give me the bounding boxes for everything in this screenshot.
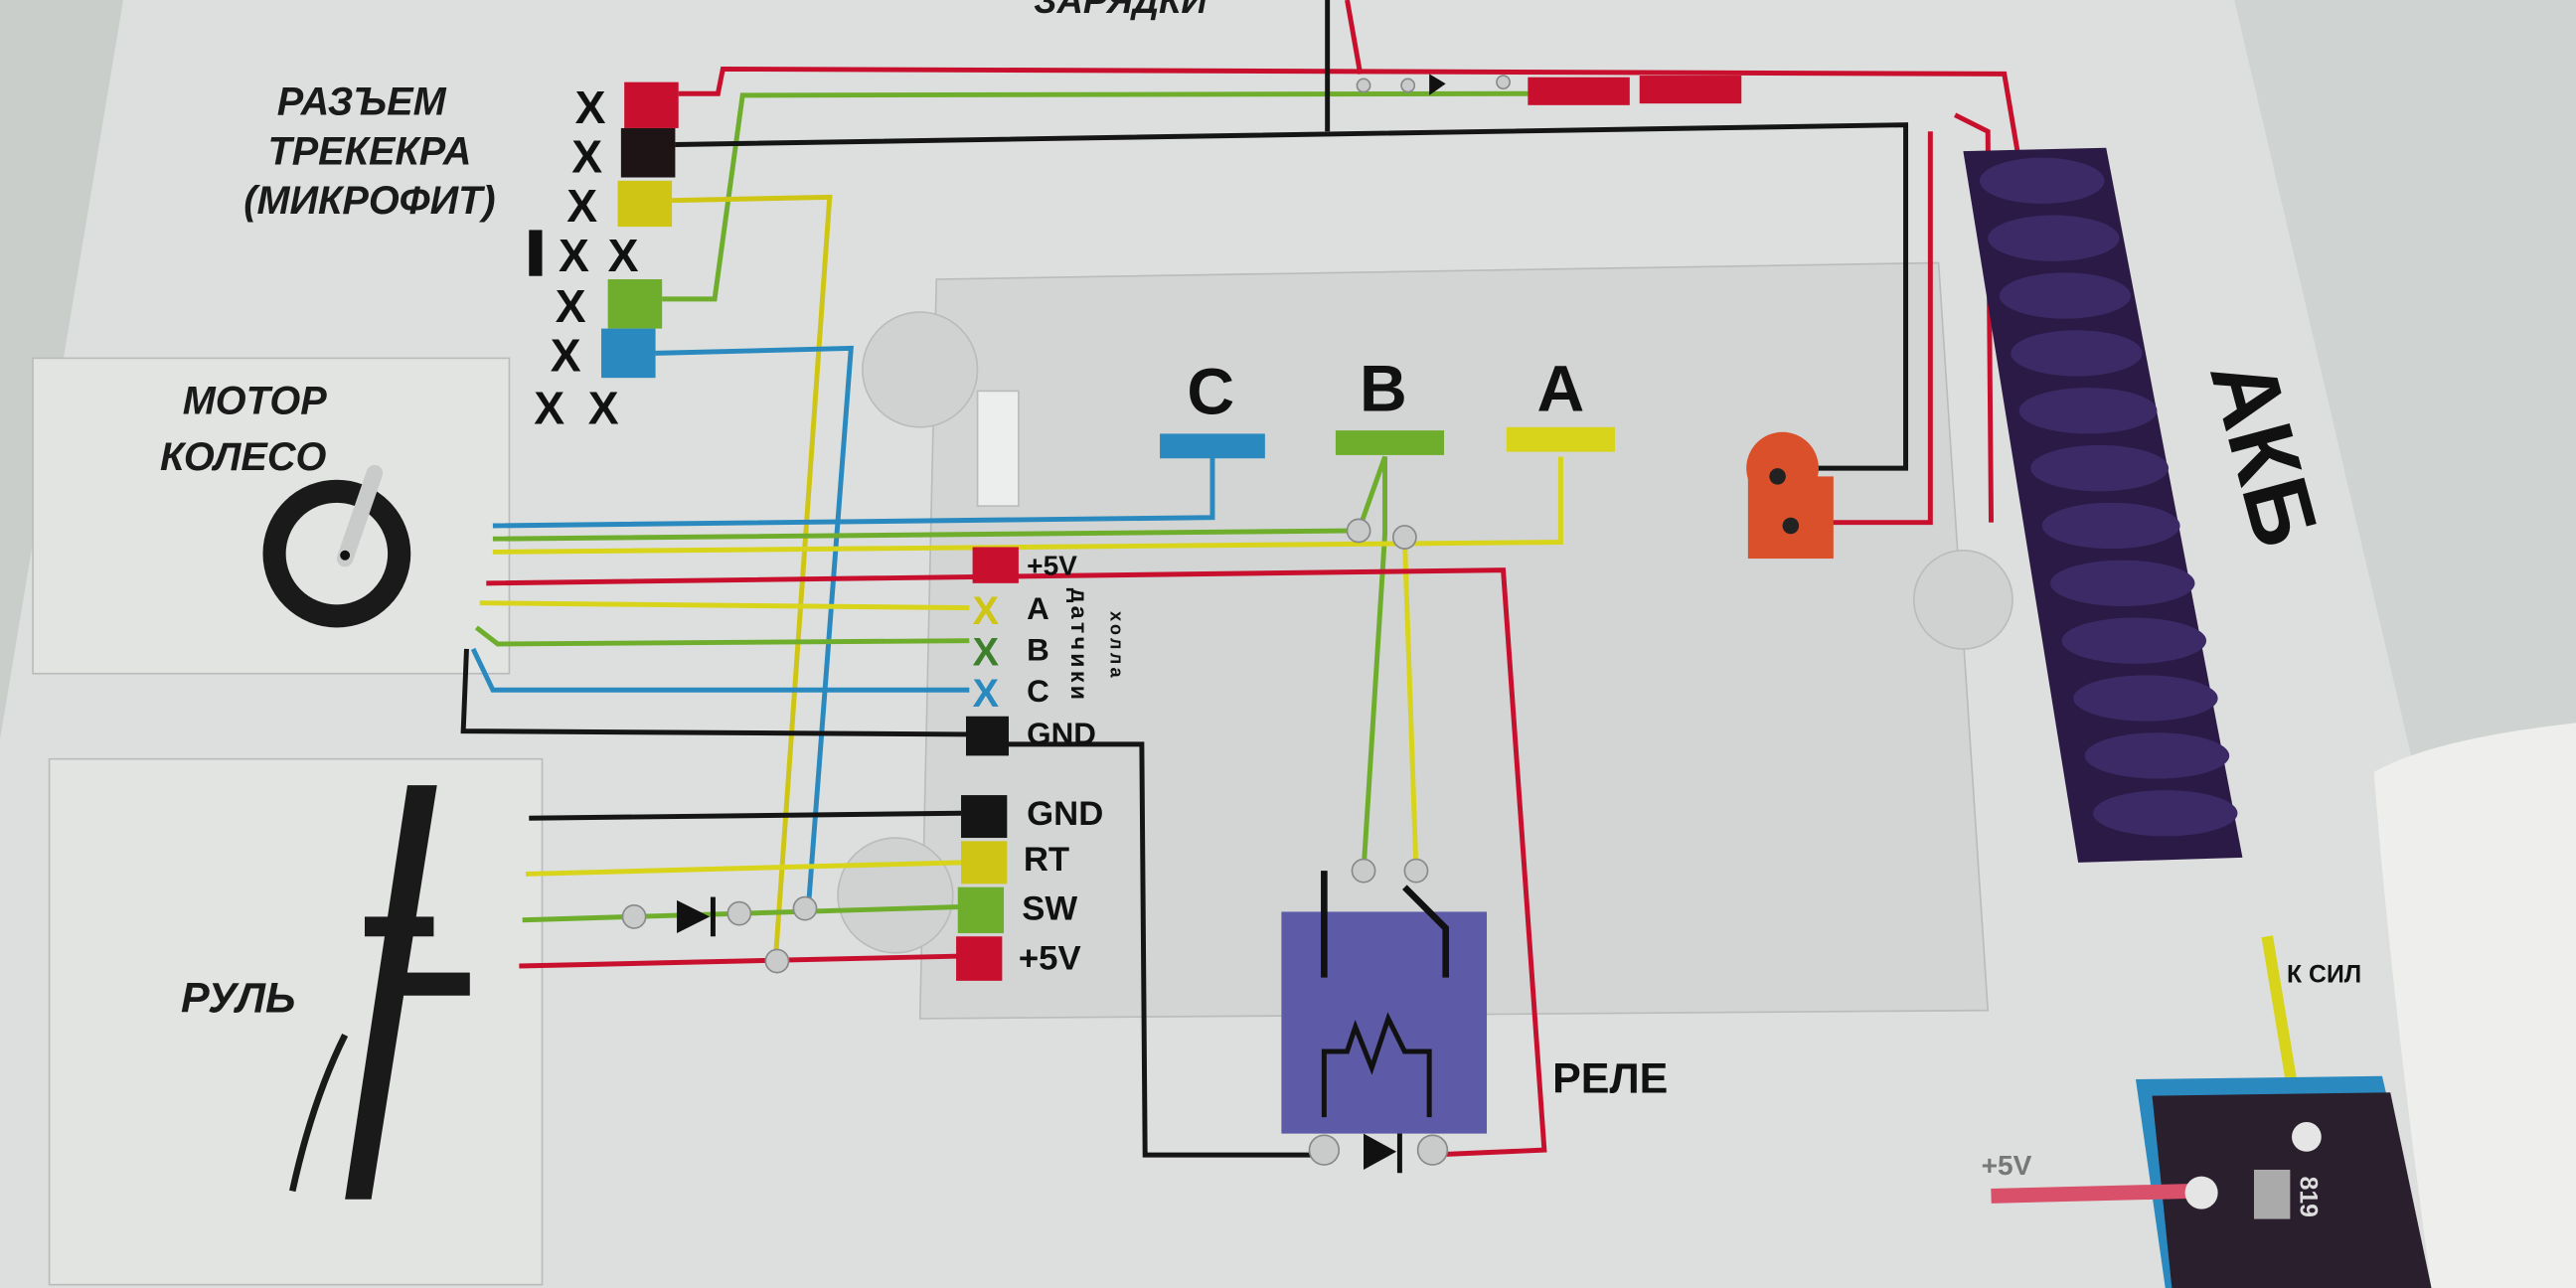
x-mark: X bbox=[973, 672, 1000, 716]
motor-panel bbox=[32, 357, 511, 675]
hall-side-label-2: холла bbox=[1106, 611, 1126, 681]
wires bbox=[460, 0, 2020, 1158]
tracker-label-3: (МИКРОФИТ) bbox=[243, 179, 495, 223]
diode-icon bbox=[677, 74, 1446, 1174]
hall-pin-5v: +5V bbox=[1027, 551, 1077, 581]
hall-pin-a: A bbox=[1027, 591, 1049, 626]
x-mark: X bbox=[556, 280, 586, 332]
handlebar-pin-5v: +5V bbox=[1019, 939, 1081, 977]
terminal bbox=[2184, 1176, 2218, 1209]
component bbox=[2254, 1169, 2291, 1219]
charging-label: ЗАРЯДКИ bbox=[1034, 0, 1208, 21]
motor-label-1: МОТОР bbox=[183, 380, 327, 423]
tracker-label-2: ТРЕКЕКРА bbox=[267, 129, 471, 173]
mount-hole bbox=[1912, 549, 2013, 650]
phase-b-label: B bbox=[1360, 352, 1407, 425]
x-mark: X bbox=[973, 630, 1000, 674]
phase-c-terminal bbox=[1160, 433, 1265, 459]
x-mark: X bbox=[575, 81, 606, 133]
phase-a-label: A bbox=[1537, 352, 1585, 425]
tracker-connector: X X X X X X X X X bbox=[529, 81, 679, 433]
tracker-label-1: РАЗЪЕМ bbox=[277, 80, 447, 124]
hall-side-label: датчики bbox=[1066, 588, 1092, 703]
hall-pin-c: C bbox=[1027, 674, 1049, 709]
handlebar-icon bbox=[289, 785, 470, 1200]
x-mark: X bbox=[534, 382, 564, 433]
phase-c-label: C bbox=[1187, 356, 1234, 429]
5v-label: +5V bbox=[1982, 1150, 2032, 1181]
x-mark: X bbox=[973, 589, 1000, 633]
x-mark: X bbox=[571, 131, 602, 183]
module bbox=[2152, 1092, 2432, 1288]
connector-latch bbox=[529, 230, 543, 276]
handlebar-connector: GND RT SW +5V bbox=[956, 795, 1103, 981]
handlebar-panel bbox=[48, 757, 544, 1286]
5v-wire bbox=[1991, 1184, 2194, 1204]
mount-hole bbox=[862, 311, 979, 428]
battery-cells bbox=[1979, 157, 2238, 837]
phase-a-terminal bbox=[1506, 426, 1615, 452]
controller-led bbox=[976, 390, 1020, 507]
paper-curl bbox=[2373, 723, 2576, 1288]
hall-pin-b: B bbox=[1027, 633, 1049, 668]
power-label: К СИЛ bbox=[2287, 962, 2361, 989]
x-mark: X bbox=[566, 180, 597, 232]
x-mark: X bbox=[608, 230, 639, 281]
handlebar-pin-rt: RT bbox=[1024, 841, 1069, 879]
hall-connector: X X X +5V A B C GND датчики холла bbox=[966, 547, 1126, 756]
x-mark: X bbox=[588, 382, 619, 433]
x-mark: X bbox=[551, 330, 581, 382]
handlebar-pin-gnd: GND bbox=[1027, 795, 1103, 833]
junction-dots bbox=[621, 75, 1511, 1166]
battery-terminal bbox=[1746, 431, 1834, 560]
terminal bbox=[2292, 1122, 2322, 1152]
phase-b-terminal bbox=[1335, 430, 1445, 455]
handlebar-label: РУЛЬ bbox=[181, 974, 296, 1022]
hall-pin-gnd: GND bbox=[1027, 717, 1096, 751]
relay bbox=[1281, 871, 1488, 1134]
fuse-icon bbox=[1528, 76, 1742, 105]
wheel-icon bbox=[262, 464, 411, 628]
right-wall bbox=[2234, 0, 2576, 772]
relay-label: РЕЛЕ bbox=[1552, 1054, 1668, 1102]
part-number: 819 bbox=[2294, 1177, 2321, 1217]
handlebar-pin-sw: SW bbox=[1022, 890, 1077, 928]
motor-label-2: КОЛЕСО bbox=[160, 435, 327, 479]
x-mark: X bbox=[559, 230, 589, 281]
mount-hole bbox=[837, 837, 954, 954]
